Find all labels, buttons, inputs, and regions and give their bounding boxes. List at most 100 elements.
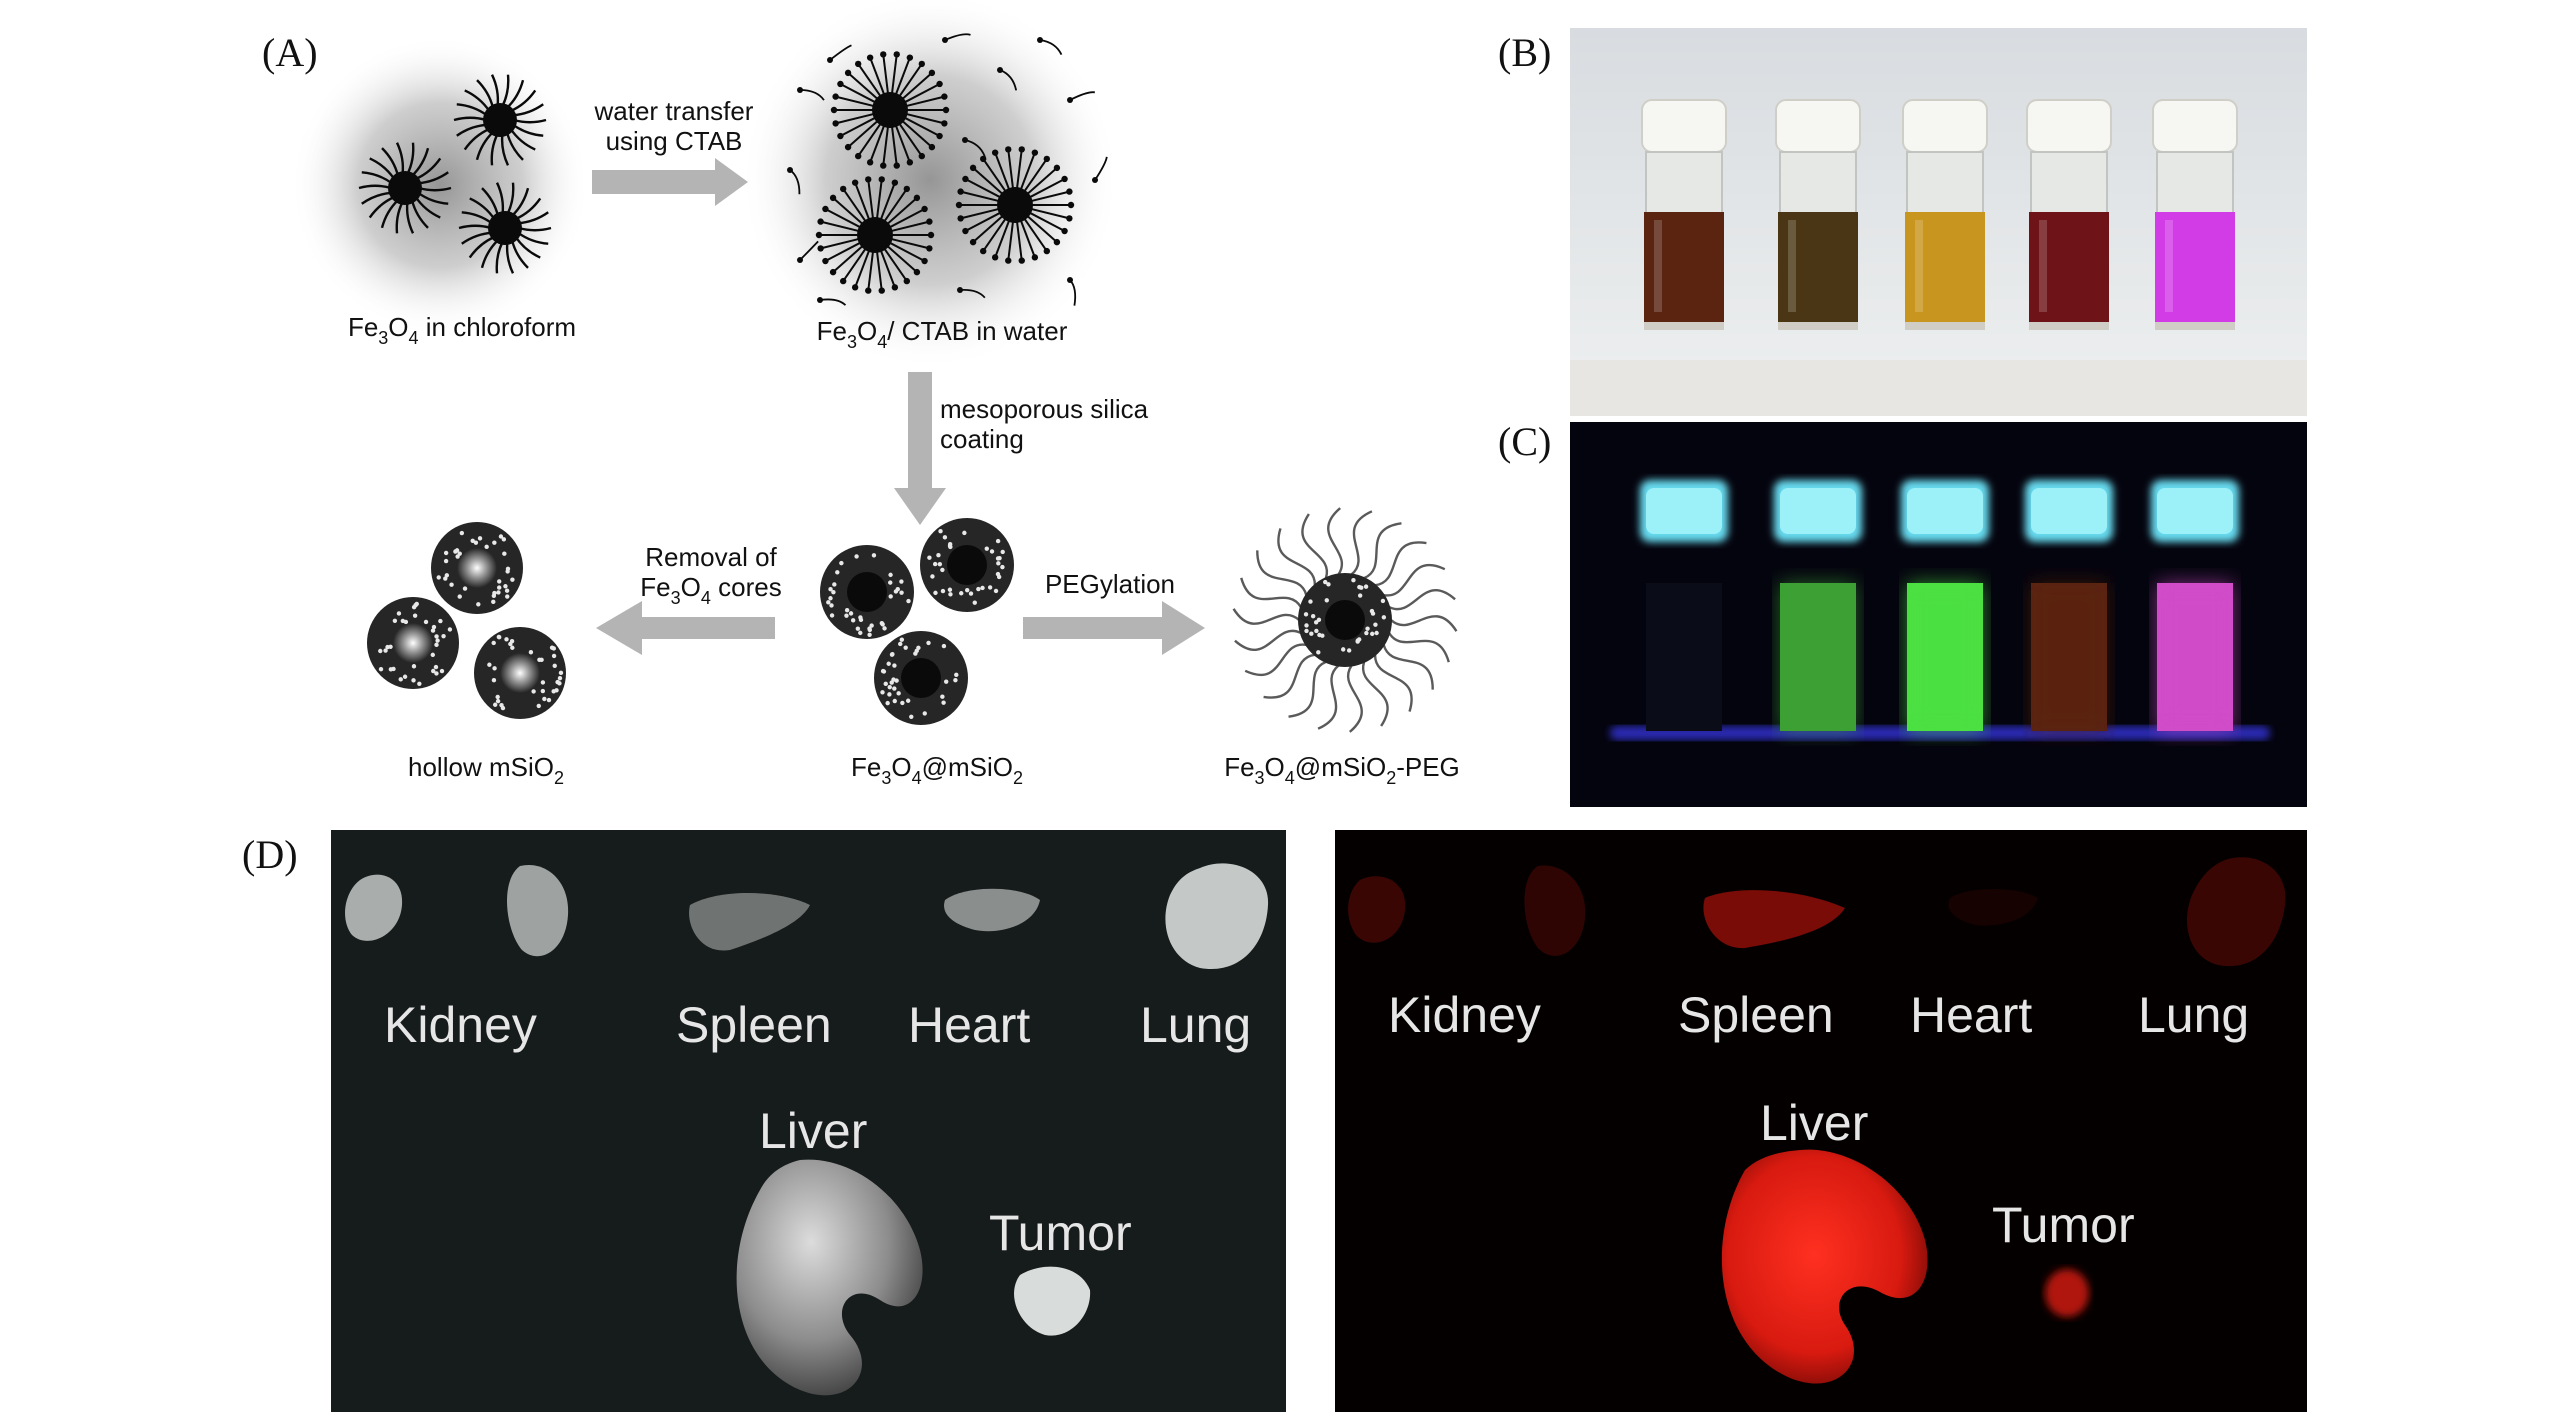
peg-chain-18 (1350, 510, 1373, 576)
liver-red (1721, 1149, 1928, 1384)
vial-uv-2 (1774, 480, 1862, 731)
peg-chain-13 (1240, 577, 1302, 608)
vials-uv (1640, 480, 2239, 731)
label-fe3o4-msio2: Fe3O4@mSiO2 (851, 752, 1023, 788)
panel-c: (C) (1498, 419, 2307, 807)
label-fe3o4-msio2-peg: Fe3O4@mSiO2-PEG (1224, 752, 1460, 788)
peg-chain-7 (1317, 664, 1340, 730)
organ-label-spleen-gray: Spleen (676, 997, 832, 1053)
vial-daylight-4 (2026, 99, 2112, 330)
organ-label-heart-gray: Heart (908, 997, 1030, 1053)
peg-chain-15 (1277, 528, 1317, 586)
vial-uv-4 (2025, 480, 2113, 731)
fe3o4-nanoparticles-chloroform (358, 74, 552, 274)
arrow-pegylation (1023, 601, 1205, 655)
peg-chain-10 (1244, 643, 1307, 677)
spleen-red (1703, 890, 1845, 949)
free-ctab-11 (944, 33, 971, 41)
kidney-2-gray (507, 864, 569, 957)
organ-label-lung-red: Lung (2138, 987, 2249, 1043)
silica-particle-2 (920, 518, 1014, 612)
hollow-particle-1 (431, 522, 523, 614)
panel-d: (D) Kidney Spleen Heart Lung Liver Tumor (242, 830, 2307, 1412)
fe3o4-particle-2 (453, 74, 547, 166)
spleen-gray (689, 892, 810, 951)
fe3o4-particle-3 (458, 182, 552, 274)
lung-red (2187, 857, 2286, 967)
label-removal-1: Removal of (645, 542, 777, 572)
vials-daylight (1641, 99, 2238, 330)
peg-chain-5 (1361, 661, 1389, 727)
fe3o4-ctab-micelles (787, 33, 1108, 306)
fe3o4-msio2-particles (820, 518, 1014, 725)
peg-chain-22 (1388, 589, 1456, 611)
peg-chain-20 (1374, 541, 1427, 587)
heart-red (1948, 889, 2038, 926)
hollow-msio2-particles (367, 522, 566, 719)
organ-photo-fluorescence: Kidney Spleen Heart Lung Liver Tumor (1335, 830, 2307, 1412)
arrow-removal (596, 601, 775, 655)
halo-chloroform (290, 35, 590, 335)
organ-label-kidney-gray: Kidney (384, 997, 537, 1053)
peg-chain-8 (1288, 660, 1327, 718)
peg-chain-2 (1388, 632, 1450, 663)
silica-particle-1 (820, 545, 914, 639)
vial-uv-1 (1640, 480, 1728, 731)
peg-particle-core (1325, 600, 1365, 640)
peg-chain-21 (1383, 563, 1446, 597)
liver-gray (736, 1159, 923, 1396)
label-hollow-msio2: hollow mSiO2 (408, 752, 564, 788)
label-fe3o4-ctab: Fe3O4/ CTAB in water (817, 316, 1068, 352)
vial-daylight-5 (2152, 99, 2238, 330)
label-fe3o4-chloroform: Fe3O4 in chloroform (348, 312, 576, 348)
panel-label-a: (A) (262, 30, 318, 75)
organ-label-lung-gray: Lung (1140, 997, 1251, 1053)
organ-label-liver-red: Liver (1760, 1095, 1868, 1151)
arrow-silica-coating (894, 372, 946, 525)
vial-daylight-2 (1775, 99, 1861, 330)
arrow-water-transfer (592, 158, 748, 206)
label-removal-2: Fe3O4 cores (640, 572, 781, 608)
peg-chain-6 (1346, 664, 1363, 733)
free-ctab-6 (799, 240, 819, 261)
ctab-micelle-2 (815, 176, 935, 294)
vial-uv-3 (1901, 480, 1989, 731)
free-ctab-4 (1069, 91, 1095, 101)
label-silica-2: coating (940, 424, 1024, 454)
vial-daylight-1 (1641, 99, 1727, 330)
free-ctab-2 (829, 44, 852, 61)
label-silica-1: mesoporous silica (940, 394, 1149, 424)
organ-label-liver-gray: Liver (759, 1103, 867, 1159)
lung-gray (1165, 863, 1269, 970)
panel-b: (B) (1498, 28, 2307, 416)
hollow-particle-2 (367, 597, 459, 689)
silica-particle-3 (874, 631, 968, 725)
peg-chain-19 (1363, 522, 1402, 580)
peg-chain-12 (1232, 608, 1300, 625)
organ-label-tumor-red: Tumor (1992, 1197, 2135, 1253)
ctab-micelle-3 (955, 146, 1075, 264)
vial-uv-5 (2151, 480, 2239, 731)
photo-b-table (1570, 360, 2307, 416)
ctab-micelle-1 (830, 51, 950, 169)
peg-chain-3 (1382, 644, 1434, 690)
peg-chain-11 (1234, 629, 1302, 651)
label-water-transfer-1: water transfer (594, 96, 754, 126)
organ-label-kidney-red: Kidney (1388, 987, 1541, 1043)
panel-a: (A) water transfer using CTAB mesoporous… (262, 0, 1460, 788)
kidney-2-red (1524, 865, 1586, 956)
peg-chain-4 (1373, 654, 1413, 712)
tumor-red (2045, 1269, 2089, 1317)
peg-chain-9 (1263, 653, 1316, 699)
fe3o4-msio2-peg-particle (1232, 507, 1458, 733)
halo-water (740, 0, 1120, 370)
organ-label-heart-red: Heart (1910, 987, 2032, 1043)
panel-label-d: (D) (242, 832, 298, 877)
peg-chain-14 (1256, 550, 1308, 596)
organ-photo-gray: Kidney Spleen Heart Lung Liver Tumor (331, 830, 1286, 1412)
peg-chain-17 (1327, 507, 1344, 576)
organ-label-spleen-red: Spleen (1678, 987, 1834, 1043)
kidney-1-gray (345, 874, 403, 941)
heart-gray (944, 888, 1040, 932)
